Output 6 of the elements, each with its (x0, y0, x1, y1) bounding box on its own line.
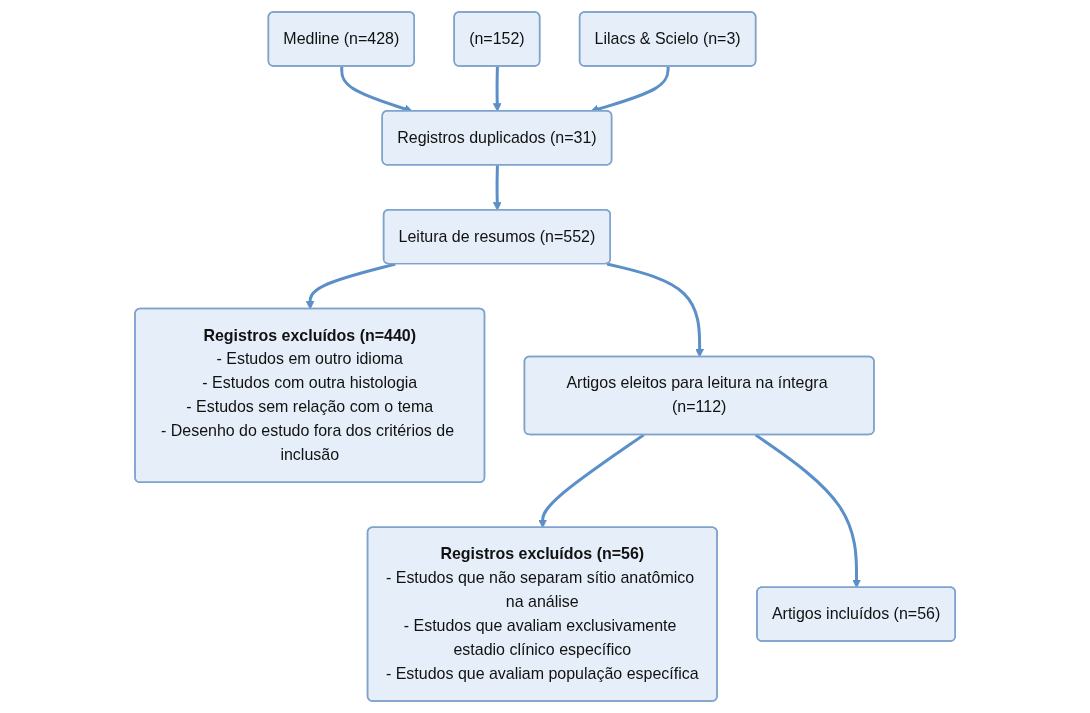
arrow (492, 165, 502, 211)
arrow (492, 66, 502, 112)
arrow (305, 262, 396, 310)
arrow (606, 262, 704, 358)
arrow (538, 433, 645, 529)
arrow (754, 433, 861, 589)
